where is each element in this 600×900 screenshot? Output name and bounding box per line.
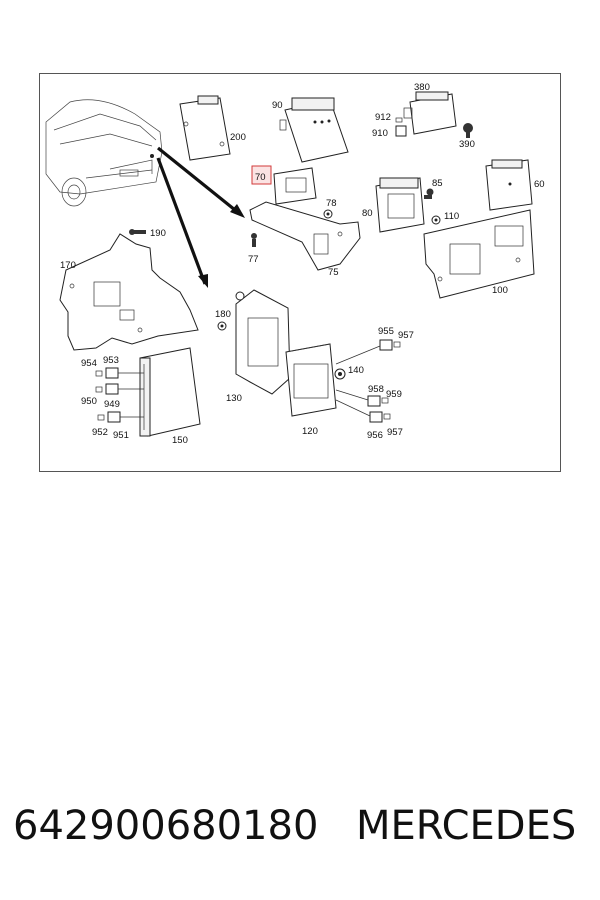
label-78: 78	[326, 198, 337, 209]
label-390: 390	[459, 139, 475, 150]
part-140-nut	[334, 368, 346, 380]
part-77-screw	[251, 233, 257, 247]
part-150-module	[139, 347, 201, 437]
label-75: 75	[328, 267, 339, 278]
highlight-box-70	[251, 165, 272, 185]
pin-957-top	[393, 341, 401, 348]
pin-952	[97, 414, 105, 421]
pointer-arrows	[156, 146, 245, 288]
label-80: 80	[362, 208, 373, 219]
part-100-bracket	[423, 209, 535, 299]
label-120: 120	[302, 426, 318, 437]
label-912: 912	[375, 112, 391, 123]
label-958: 958	[368, 384, 384, 395]
part-130-bracket	[235, 289, 291, 395]
part-170-bracket	[59, 233, 199, 351]
parts-diagram-frame: 200 90 380 912 910 390 70 85 60 80 110 7…	[39, 73, 561, 472]
footer: 642900680180 MERCEDES	[0, 803, 600, 863]
connector-955	[379, 339, 393, 351]
connector-951	[107, 411, 121, 423]
part-200-module	[179, 95, 231, 161]
label-110: 110	[444, 211, 459, 222]
connector-949	[105, 383, 119, 395]
label-953: 953	[103, 355, 119, 366]
label-954: 954	[81, 358, 97, 369]
pin-957-bottom	[383, 413, 391, 420]
part-190-screw	[129, 229, 146, 235]
part-80-module	[375, 177, 425, 233]
connector-958	[367, 395, 381, 407]
label-200: 200	[230, 132, 246, 143]
part-70-module	[273, 167, 317, 205]
connector-wires-left	[118, 372, 144, 418]
label-60: 60	[534, 179, 545, 190]
label-949: 949	[104, 399, 120, 410]
label-380: 380	[414, 82, 430, 93]
connector-956	[369, 411, 383, 423]
label-956: 956	[367, 430, 383, 441]
label-957-top: 957	[398, 330, 414, 341]
pin-959	[381, 397, 389, 404]
parts-diagram: 200 90 380 912 910 390 70 85 60 80 110 7…	[45, 82, 545, 446]
part-110-nut	[431, 215, 441, 225]
label-190: 190	[150, 228, 166, 239]
part-120-module	[285, 343, 337, 417]
vehicle-outline	[45, 99, 163, 207]
label-950: 950	[81, 396, 97, 407]
label-180: 180	[215, 309, 231, 320]
label-77: 77	[248, 254, 259, 265]
connector-wires-right	[335, 345, 381, 417]
label-955: 955	[378, 326, 394, 337]
label-100: 100	[492, 285, 508, 296]
pin-954	[95, 370, 103, 377]
label-170: 170	[60, 260, 76, 271]
part-910-bracket	[395, 125, 407, 137]
label-951: 951	[113, 430, 129, 441]
label-959: 959	[386, 389, 402, 400]
label-952: 952	[92, 427, 108, 438]
part-75-bracket	[249, 201, 361, 271]
part-78-nut	[323, 209, 333, 219]
label-957-bottom: 957	[387, 427, 403, 438]
part-85-screw	[424, 188, 434, 199]
label-150: 150	[172, 435, 188, 446]
part-912-clip	[395, 117, 403, 123]
label-130: 130	[226, 393, 242, 404]
part-390-screw	[463, 123, 473, 138]
label-140: 140	[348, 365, 364, 376]
label-85: 85	[432, 178, 443, 189]
part-380-module	[403, 91, 457, 135]
pin-950	[95, 386, 103, 393]
part-180-nut	[217, 321, 227, 331]
part-60-module	[485, 159, 533, 211]
label-70: 70	[255, 172, 266, 183]
part-number: 642900680180	[13, 803, 319, 849]
connector-953	[105, 367, 119, 379]
label-910: 910	[372, 128, 388, 139]
part-90-module	[279, 97, 349, 163]
brand-name: MERCEDES	[356, 803, 577, 849]
label-90: 90	[272, 100, 283, 111]
